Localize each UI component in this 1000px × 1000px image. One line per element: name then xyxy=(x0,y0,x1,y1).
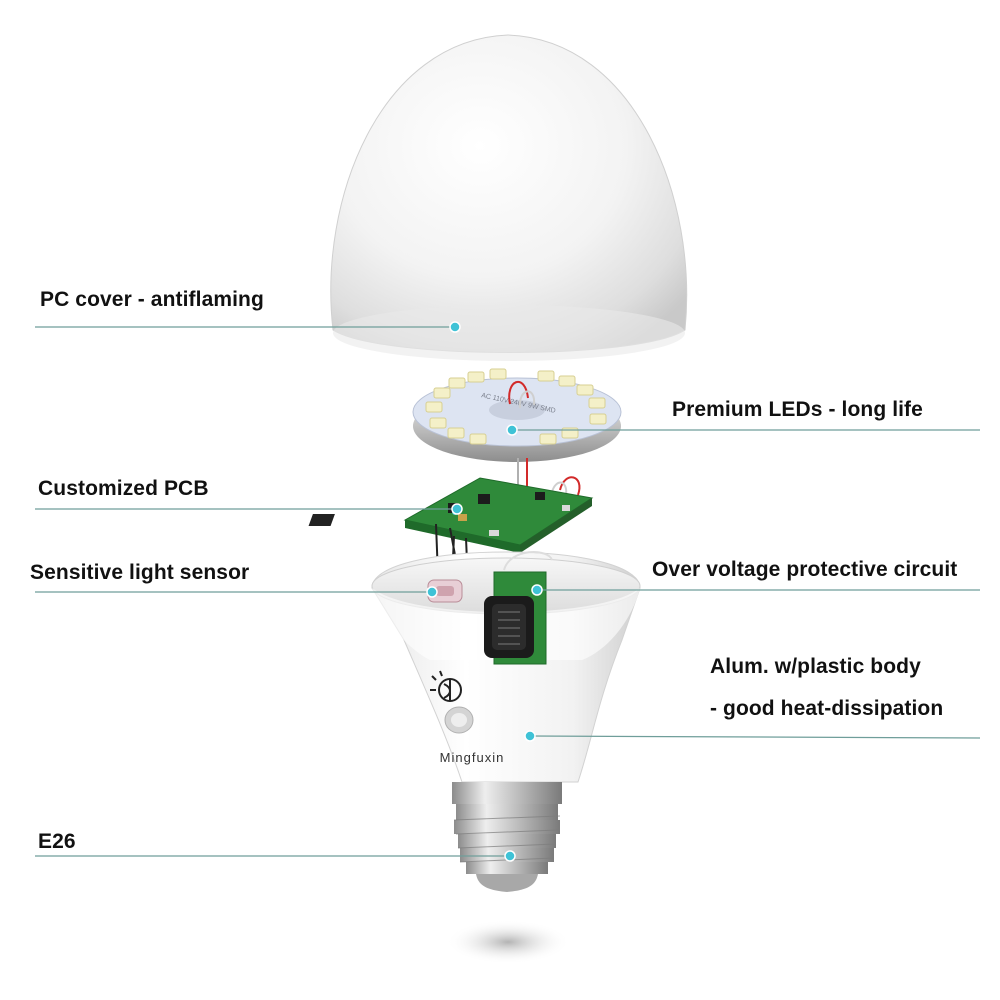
label-premium-leds: Premium LEDs - long life xyxy=(672,398,923,421)
led-ring-board: AC 110V-240V 9W SMD xyxy=(412,368,622,462)
dot-e26 xyxy=(504,850,516,862)
label-light-sensor: Sensitive light sensor xyxy=(30,561,250,584)
leader-dots xyxy=(426,321,543,862)
label-customized-pcb: Customized PCB xyxy=(38,477,209,500)
sensor-window xyxy=(444,706,474,734)
ground-shadow xyxy=(446,920,570,964)
led-chips xyxy=(425,368,607,445)
brand-name: Mingfuxin xyxy=(440,750,505,765)
leader-body xyxy=(529,735,981,739)
label-body-line2: - good heat-dissipation xyxy=(710,697,944,720)
dot-light-sensor xyxy=(426,586,438,598)
label-pc-cover: PC cover - antiflaming xyxy=(40,288,264,311)
dot-over-voltage xyxy=(531,584,543,596)
label-body-line1: Alum. w/plastic body xyxy=(710,655,921,678)
brand-logo xyxy=(430,670,462,702)
over-voltage-circuit xyxy=(484,550,553,665)
dot-customized-pcb xyxy=(451,503,463,515)
leader-lines xyxy=(35,326,981,857)
dot-premium-leds xyxy=(506,424,518,436)
e26-base xyxy=(452,782,562,892)
connection-wires xyxy=(517,458,581,496)
pc-cover-dome xyxy=(330,34,688,361)
dot-pc-cover xyxy=(449,321,461,333)
label-e26: E26 xyxy=(38,830,76,853)
dot-body xyxy=(524,730,536,742)
label-over-voltage: Over voltage protective circuit xyxy=(652,558,958,581)
customized-pcb xyxy=(308,477,594,553)
